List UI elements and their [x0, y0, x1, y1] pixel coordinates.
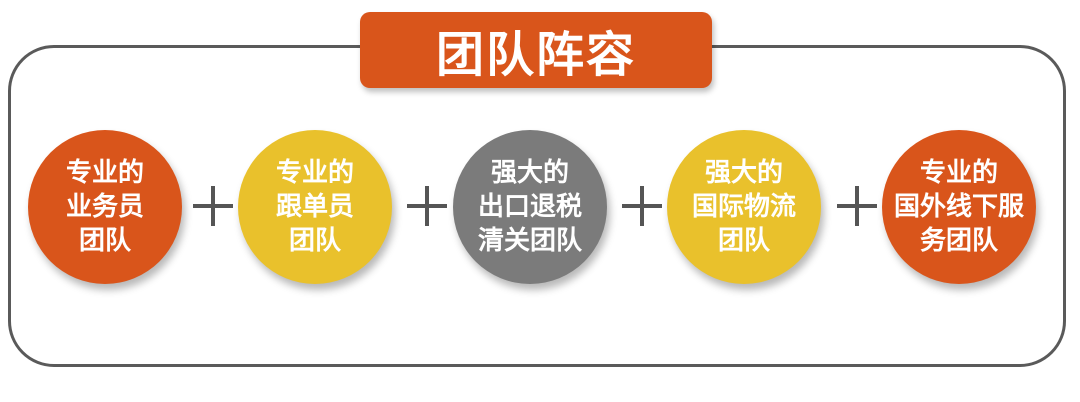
team-label-line: 清关团队 — [477, 226, 582, 256]
team-circle-logistics: 强大的 国际物流 团队 — [667, 130, 821, 284]
section-title: 团队阵容 — [360, 12, 712, 88]
team-label-line: 团队 — [717, 226, 770, 256]
team-label-line: 专业的 — [275, 158, 354, 188]
team-label-line: 强大的 — [490, 158, 569, 188]
team-label-line: 团队 — [78, 226, 131, 256]
team-circle-merchandiser: 专业的 跟单员 团队 — [238, 130, 392, 284]
team-circle-sales: 专业的 业务员 团队 — [28, 130, 182, 284]
team-label-line: 国外线下服 — [893, 192, 1024, 222]
plus-icon — [622, 186, 662, 226]
plus-icon — [407, 186, 447, 226]
team-label-line: 强大的 — [704, 158, 783, 188]
plus-icon — [193, 186, 233, 226]
team-label-line: 专业的 — [65, 158, 144, 188]
team-label-line: 务团队 — [919, 226, 998, 256]
plus-icon — [837, 186, 877, 226]
team-label-line: 跟单员 — [275, 192, 354, 222]
team-label-line: 业务员 — [65, 192, 144, 222]
team-circle-customs: 强大的 出口退税 清关团队 — [453, 130, 607, 284]
team-label-line: 国际物流 — [691, 192, 796, 222]
team-label-line: 出口退税 — [477, 192, 582, 222]
team-label-line: 专业的 — [919, 158, 998, 188]
team-circle-overseas-service: 专业的 国外线下服 务团队 — [882, 130, 1036, 284]
team-label-line: 团队 — [288, 226, 341, 256]
